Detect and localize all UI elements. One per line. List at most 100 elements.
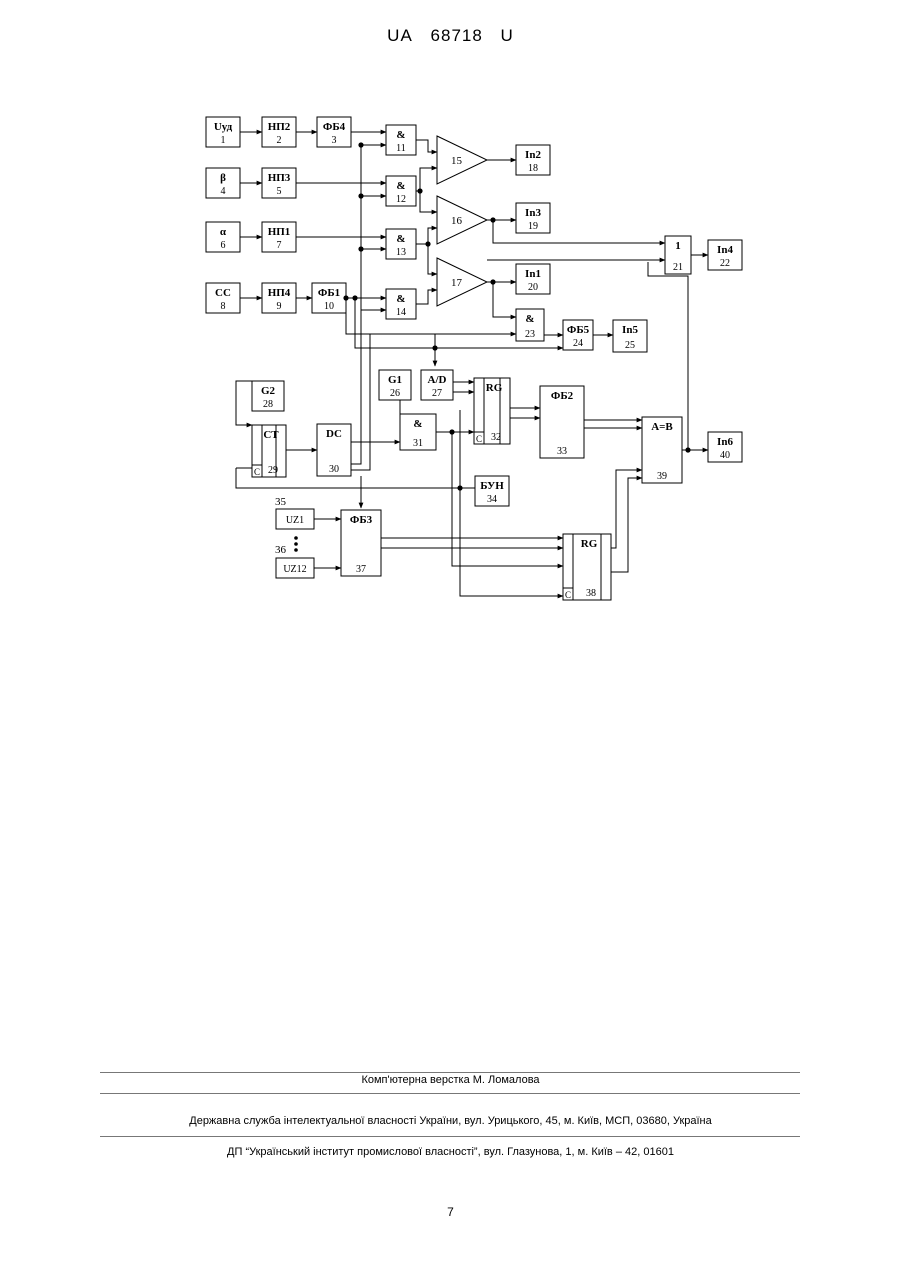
wire-21: [416, 290, 437, 304]
block-number: 2: [277, 135, 282, 146]
block-22: In422: [708, 240, 742, 270]
junction-dot-13: [685, 447, 690, 452]
footer-service-address: Державна служба інтелектуальної власност…: [0, 1115, 901, 1127]
block-5: НП35: [262, 168, 296, 198]
block-label: In4: [717, 244, 733, 256]
block-label: &: [413, 418, 422, 430]
block-number: 24: [573, 338, 583, 349]
block-19: In319: [516, 203, 550, 233]
ellipsis-dot-2: [294, 542, 298, 546]
block-label: α: [220, 226, 227, 238]
block-number: 14: [396, 307, 406, 318]
clock-input-label: C: [254, 467, 260, 477]
block-label: НП1: [268, 226, 291, 238]
block-number: 40: [720, 450, 730, 461]
footer-rule-top: [100, 1072, 800, 1073]
block-label: CT: [263, 429, 279, 441]
block-label: &: [396, 233, 405, 245]
block-label: In6: [717, 436, 733, 448]
block-number: 6: [221, 240, 226, 251]
wire-20: [428, 244, 437, 274]
block-14: & 14: [386, 289, 416, 319]
block-number: 1: [221, 135, 226, 146]
clock-input-label: C: [476, 434, 482, 444]
block-number: 22: [720, 258, 730, 269]
block-label: НП3: [268, 172, 291, 184]
block-number: 7: [277, 240, 282, 251]
block-18: In218: [516, 145, 550, 175]
wire-27: [493, 282, 516, 317]
block-number: 27: [432, 388, 442, 399]
block-number: 28: [263, 399, 273, 410]
wire-57: [611, 470, 642, 548]
block-diagram: Uуд1НП22ФБ43β4НП35α6НП17СС8НП49ФБ110&11&…: [0, 0, 901, 640]
junction-dot-6: [490, 217, 495, 222]
block-number: 25: [625, 340, 635, 351]
wire-15: [351, 145, 361, 464]
block-number: 35: [275, 496, 287, 508]
amplifier-shape: [437, 196, 487, 244]
block-label: G1: [388, 374, 402, 386]
block-number: 36: [275, 544, 287, 556]
block-label: RG: [486, 382, 503, 394]
block-number: 10: [324, 301, 334, 312]
block-23: &23: [516, 309, 544, 341]
block-number: 13: [396, 247, 406, 258]
block-label: ФБ5: [567, 324, 590, 336]
block-number: 31: [413, 438, 423, 449]
block-28: G228: [252, 381, 284, 411]
block-number: 18: [528, 163, 538, 174]
block-label: НП4: [268, 287, 291, 299]
block-number: 29: [268, 465, 278, 476]
block-label: &: [396, 180, 405, 192]
block-label: ФБ2: [551, 390, 574, 402]
block-33: ФБ2 33: [540, 386, 584, 458]
block-11: &11: [386, 125, 416, 155]
block-number: 16: [451, 215, 463, 227]
block-number: 20: [528, 282, 538, 293]
block-32: C RG 32: [474, 378, 510, 444]
junction-dot-2: [358, 193, 363, 198]
junction-dot-4: [417, 188, 422, 193]
junction-dot-11: [449, 429, 454, 434]
footer-layout-credit: Комп'ютерна верстка М. Ломалова: [0, 1074, 901, 1086]
block-24: ФБ524: [563, 320, 593, 350]
block-15: 15: [437, 136, 487, 184]
block-number: 19: [528, 221, 538, 232]
block-number: 33: [557, 446, 567, 457]
block-label: G2: [261, 385, 276, 397]
block-label: БУН: [480, 480, 504, 492]
junction-dot-1: [358, 142, 363, 147]
block-label: НП2: [268, 121, 291, 133]
block-number: 5: [277, 186, 282, 197]
block-label: 1: [675, 240, 681, 252]
block-number: 12: [396, 194, 406, 205]
block-label: A=B: [651, 421, 673, 433]
block-21: 1 21: [665, 236, 691, 274]
block-number: 15: [451, 155, 463, 167]
block-number: 32: [491, 432, 501, 443]
junction-dot-3: [358, 246, 363, 251]
block-number: 38: [586, 588, 596, 599]
block-8: СС8: [206, 283, 240, 313]
footer-rule-middle: [100, 1093, 800, 1094]
junction-dot-10: [432, 345, 437, 350]
block-31: & 31: [400, 414, 436, 450]
block-label: &: [396, 293, 405, 305]
block-35: UZ135: [275, 496, 314, 529]
block-label: Uуд: [214, 121, 233, 133]
junction-dot-12: [457, 485, 462, 490]
blocks: Uуд1НП22ФБ43β4НП35α6НП17СС8НП49ФБ110&11&…: [206, 117, 742, 600]
block-2: НП22: [262, 117, 296, 147]
block-34: БУН34: [475, 476, 509, 506]
block-label: A/D: [428, 374, 447, 386]
block-39: A=B39: [642, 417, 682, 483]
block-label: &: [396, 129, 405, 141]
block-number: 21: [673, 262, 683, 273]
block-label: ФБ3: [350, 514, 373, 526]
block-number: 8: [221, 301, 226, 312]
block-1: Uуд 1: [206, 117, 240, 147]
block-label: ФБ4: [323, 121, 346, 133]
block-label: DC: [326, 428, 342, 440]
wire-19: [416, 228, 437, 244]
